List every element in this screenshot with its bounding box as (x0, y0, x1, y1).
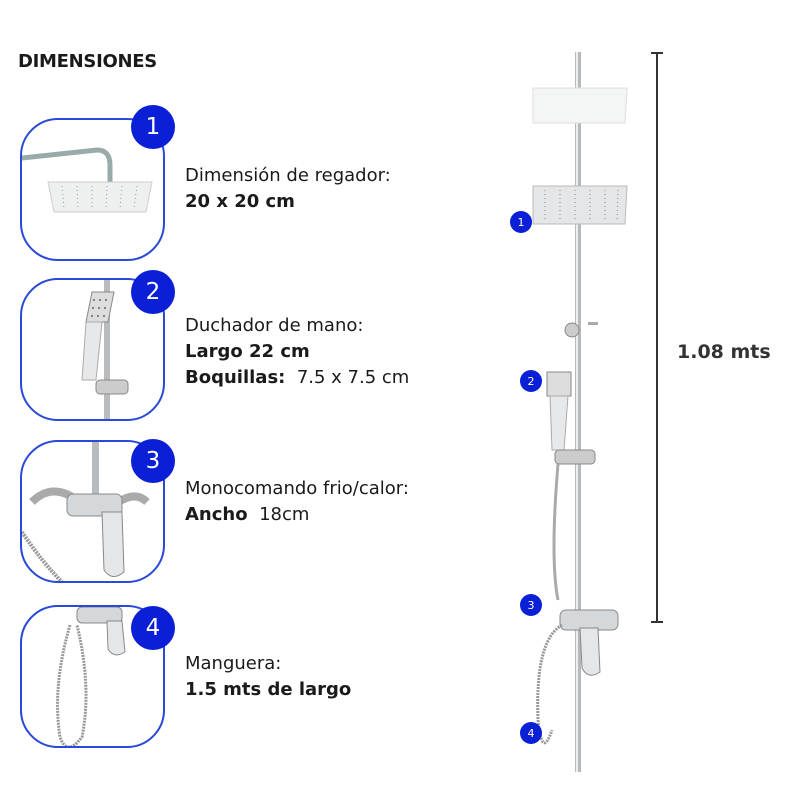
badge-2: 2 (131, 270, 175, 314)
item-4-label: Manguera: (185, 653, 282, 674)
total-height-label: 1.08 mts (677, 341, 771, 363)
item-2-label: Duchador de mano: (185, 315, 364, 336)
page-title: DIMENSIONES (18, 51, 157, 72)
badge-1: 1 (131, 105, 175, 149)
item-3-text: Monocomando frio/calor: Ancho 18cm (185, 476, 409, 528)
item-1-text: Dimensión de regador: 20 x 20 cm (185, 163, 391, 215)
item-2-text: Duchador de mano: Largo 22 cm Boquillas:… (185, 313, 409, 391)
item-2-extra-label: Boquillas: (185, 367, 286, 388)
item-4-value: 1.5 mts de largo (185, 679, 352, 700)
height-dimension-line (656, 52, 658, 623)
marker-2: 2 (520, 370, 542, 392)
badge-3: 3 (131, 439, 175, 483)
item-1-value: 20 x 20 cm (185, 191, 295, 212)
item-2-value: Largo 22 cm (185, 341, 310, 362)
marker-4: 4 (520, 722, 542, 744)
item-2-extra-value: 7.5 x 7.5 cm (296, 367, 410, 388)
dimension-cap-bottom (651, 621, 663, 623)
item-1-label: Dimensión de regador: (185, 165, 391, 186)
badge-4: 4 (131, 606, 175, 650)
marker-1: 1 (510, 211, 532, 233)
item-3-extra-value: 18cm (259, 504, 310, 525)
dimension-cap-top (651, 52, 663, 54)
marker-3: 3 (520, 594, 542, 616)
item-3-label: Monocomando frio/calor: (185, 478, 409, 499)
item-3-extra-label: Ancho (185, 504, 248, 525)
shower-column-image (532, 52, 628, 772)
item-4-text: Manguera: 1.5 mts de largo (185, 651, 351, 703)
